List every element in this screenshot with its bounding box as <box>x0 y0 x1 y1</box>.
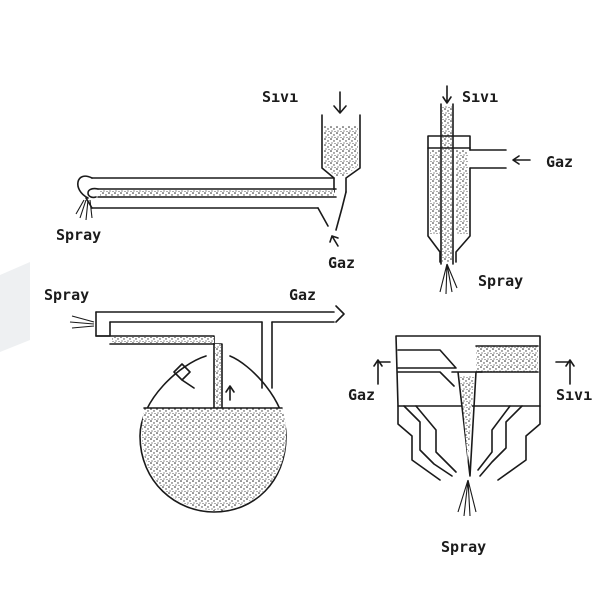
d3-gas-tube <box>95 311 335 323</box>
diagram-horizontal-nozzle: Sıvı Gaz Spray <box>56 88 361 272</box>
d2-gas-arrow <box>512 155 531 165</box>
d1-liquid-label: Sıvı <box>262 88 298 106</box>
d4-liquid-chamber <box>476 346 538 372</box>
d3-liquid-tube-fill <box>112 337 214 343</box>
d3-vent-tube <box>261 321 273 389</box>
d1-outer-tube <box>91 177 335 209</box>
d2-spray-plume <box>439 263 458 295</box>
watermark <box>0 262 30 352</box>
d3-valve <box>173 363 195 389</box>
d4-central-cone <box>451 371 483 477</box>
d3-gas-arrow <box>335 305 345 323</box>
d2-liquid-arrow <box>442 85 452 104</box>
d2-capillary-liquid <box>442 106 452 262</box>
d3-flask <box>139 355 287 513</box>
d1-spray-plume <box>75 199 93 221</box>
d2-outer-body <box>427 135 471 263</box>
d2-gas-label: Gaz <box>546 153 573 171</box>
d4-cone-liquid <box>460 376 474 462</box>
d2-capillary <box>440 103 454 265</box>
d2-gas-chamber <box>430 150 440 234</box>
d1-gas-inlet <box>317 191 347 231</box>
d1-gas-arrow <box>329 235 339 247</box>
d4-gas-channel <box>397 349 457 387</box>
d3-flask-liquid <box>142 408 286 510</box>
d4-liquid-arrow <box>555 359 575 385</box>
d1-inner-liquid <box>100 190 334 196</box>
d1-reservoir <box>321 114 361 193</box>
d4-outer-steps <box>397 405 541 481</box>
d1-reservoir-liquid <box>324 126 358 176</box>
d2-liquid-label: Sıvı <box>462 88 498 106</box>
d2-gas-chamber-right <box>456 150 468 234</box>
d3-nozzle <box>95 311 111 337</box>
d2-gas-arm <box>469 149 507 169</box>
d1-inner-tube <box>97 188 337 198</box>
d4-gas-arrow <box>373 359 391 385</box>
d1-liquid-arrow <box>333 91 347 114</box>
d1-gas-label: Gaz <box>328 254 355 272</box>
d1-spray-label: Spray <box>56 226 101 244</box>
d3-spray-label: Spray <box>44 286 89 304</box>
d4-gas-label: Gaz <box>348 386 375 404</box>
diagram-flask-atomizer: Spray Gaz <box>44 286 345 513</box>
d4-liquid-channel <box>475 345 539 373</box>
d3-flask-arrow <box>225 385 235 401</box>
d4-spray-plume <box>457 479 477 517</box>
d4-spray-label: Spray <box>441 538 486 556</box>
d3-gas-label: Gaz <box>289 286 316 304</box>
d4-left-body <box>403 405 457 477</box>
diagram-section-nozzle: Gaz Sıvı Spray <box>348 335 592 556</box>
d2-spray-label: Spray <box>478 272 523 290</box>
d4-liquid-label: Sıvı <box>556 386 592 404</box>
diagram-vertical-nozzle: Sıvı Gaz Spray <box>427 85 573 295</box>
d3-spray-plume <box>69 315 95 329</box>
d4-right-body <box>477 405 523 477</box>
